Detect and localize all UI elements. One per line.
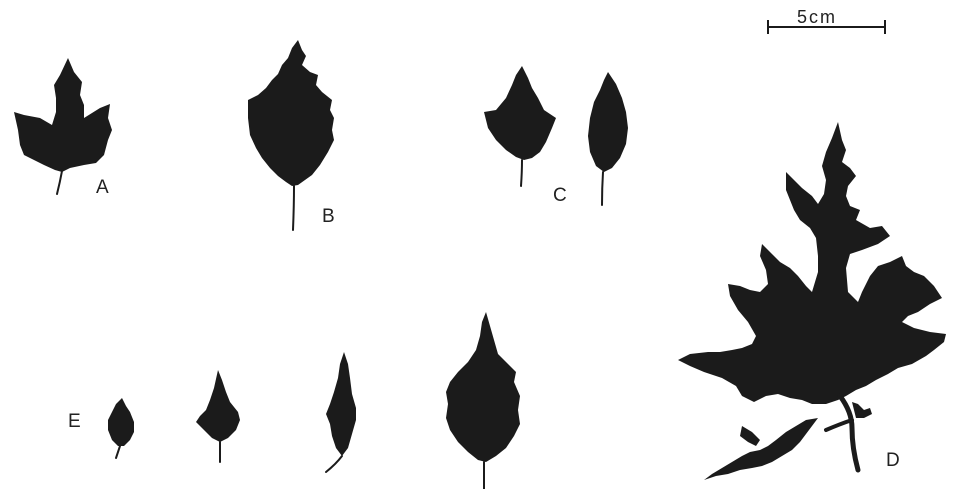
leaf-e-1 — [108, 398, 134, 458]
panel-label-b: B — [322, 207, 335, 226]
leaf-a — [14, 58, 112, 194]
panel-label-e: E — [68, 412, 81, 431]
panel-label-d: D — [886, 451, 900, 470]
leaf-b — [248, 40, 334, 230]
panel-label-c: C — [553, 186, 567, 205]
panel-label-a: A — [96, 178, 109, 197]
leaf-e-2 — [196, 370, 240, 462]
leaf-d — [678, 122, 946, 480]
leaf-e-3 — [326, 352, 356, 472]
leaf-e-4 — [446, 312, 520, 489]
leaf-c-left — [484, 66, 556, 186]
leaf-c-right — [588, 72, 628, 205]
scale-bar-label: 5cm — [797, 8, 837, 26]
